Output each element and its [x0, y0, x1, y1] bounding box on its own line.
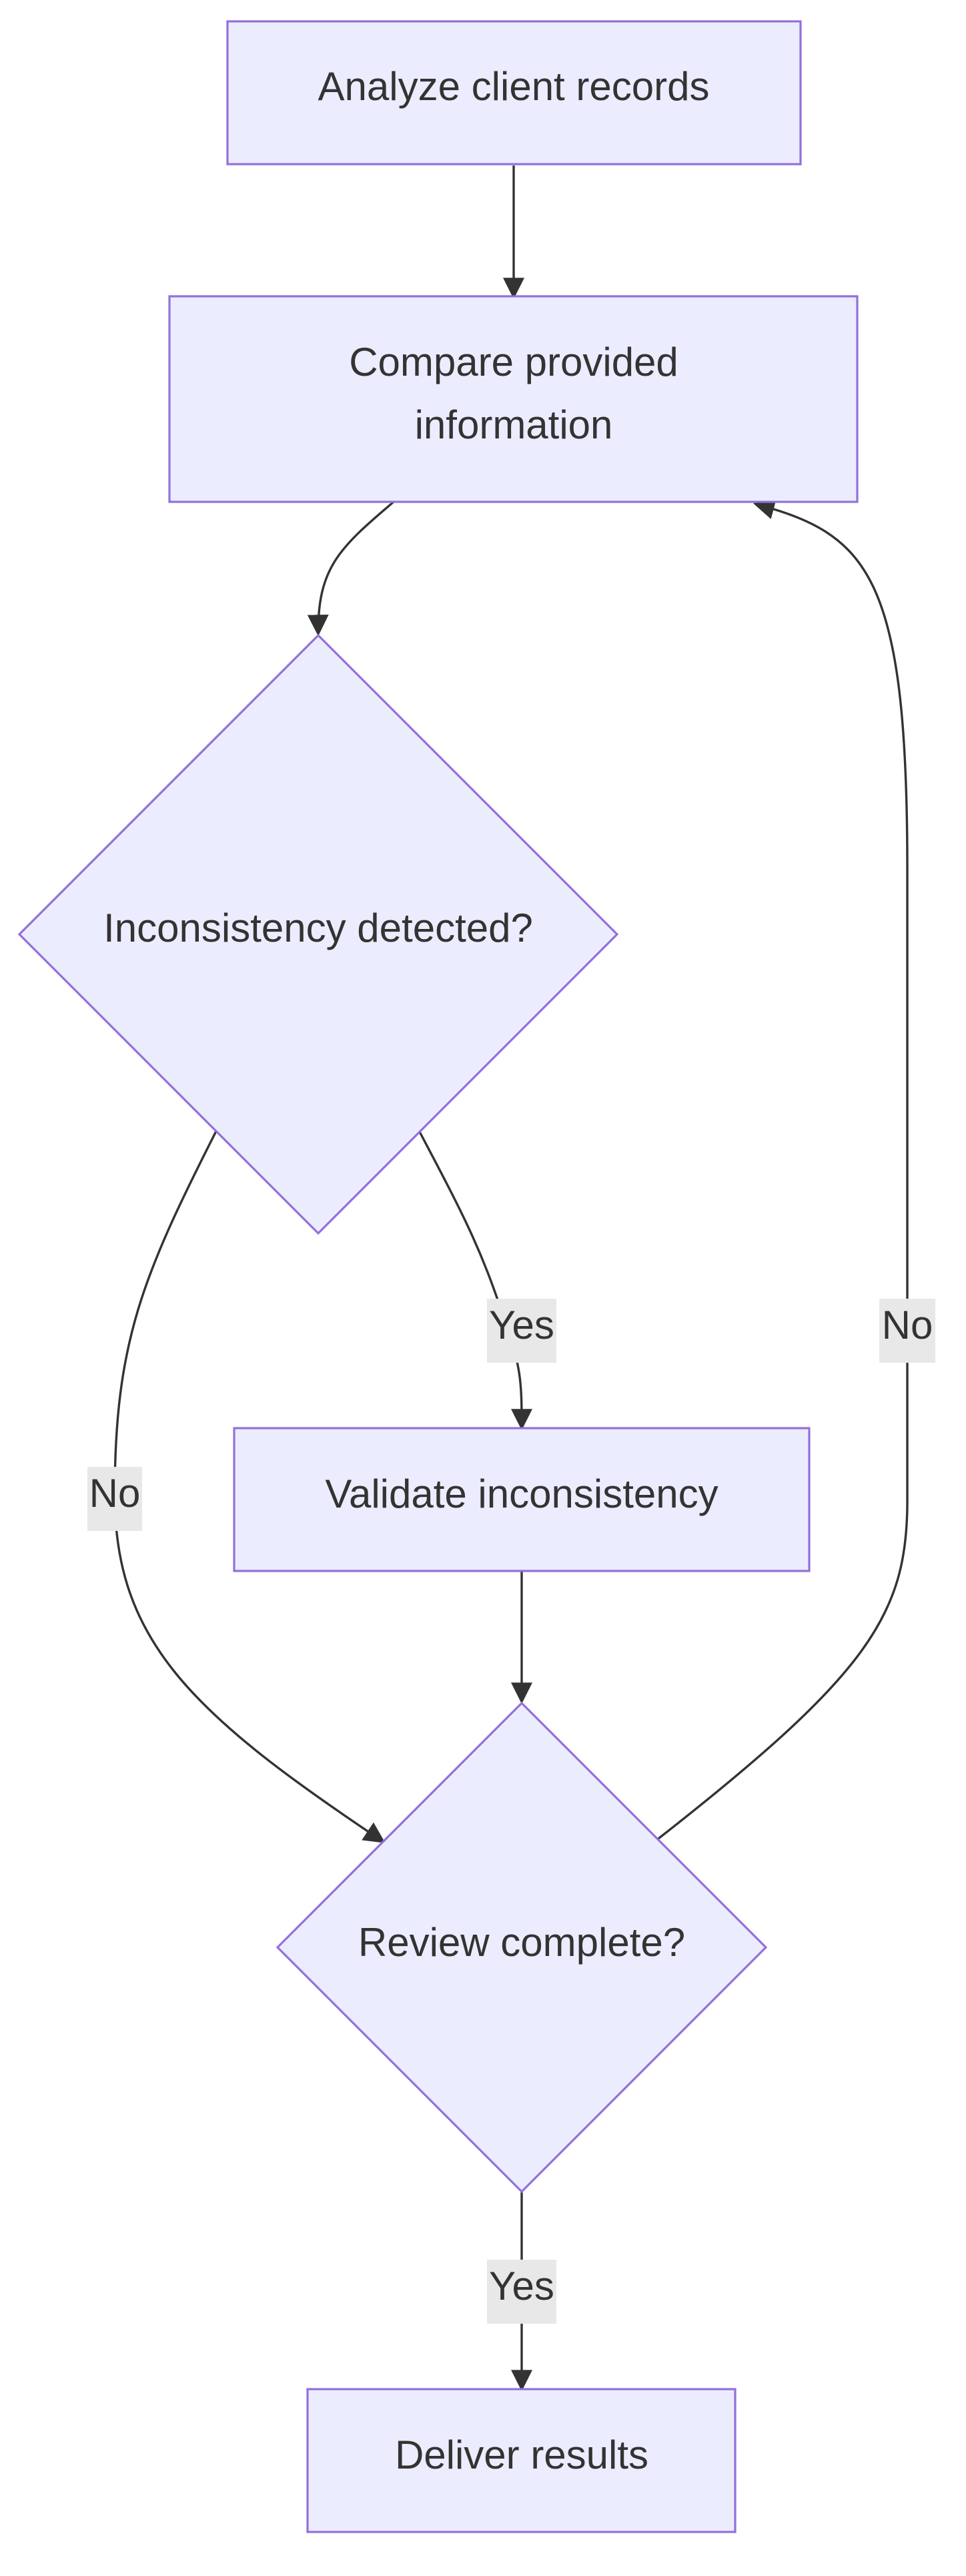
- edge-label-background: [487, 2260, 556, 2324]
- node-validate-inconsistency: Validate inconsistency: [233, 1427, 811, 1572]
- edge-label-review-no: No: [879, 1299, 935, 1363]
- edge-review-no-to-compare: [657, 499, 909, 1840]
- process-box: [306, 2388, 737, 2533]
- node-label: Analyze client records: [318, 64, 710, 109]
- edge-label-inconsistency-yes: Yes: [487, 1299, 556, 1363]
- node-label: Validate inconsistency: [325, 1472, 718, 1516]
- node-compare-provided-information: Compare provided information: [168, 295, 859, 503]
- node-review-complete: Review complete?: [276, 1701, 768, 2194]
- edge-label-background: [487, 1299, 556, 1363]
- process-box: [233, 1427, 811, 1572]
- process-box: [226, 20, 802, 166]
- edge-label-review-yes: Yes: [487, 2260, 556, 2324]
- node-label: Review complete?: [358, 1920, 685, 1965]
- node-label: Inconsistency detected?: [103, 906, 533, 950]
- edge-label-background: [87, 1467, 142, 1531]
- edge-label-text: Yes: [489, 1303, 554, 1347]
- node-inconsistency-detected: Inconsistency detected?: [17, 633, 619, 1235]
- node-analyze-client-records: Analyze client records: [226, 20, 802, 166]
- edge-compare-to-inconsistency: [307, 501, 395, 637]
- edge-label-inconsistency-no: No: [87, 1467, 142, 1531]
- edge-label-text: No: [882, 1303, 933, 1347]
- edge-label-background: [879, 1299, 935, 1363]
- edge-label-text: Yes: [489, 2264, 554, 2308]
- edge-inconsistency-yes-to-validate: [418, 1131, 532, 1431]
- node-label-line-1: Compare provided: [349, 340, 678, 384]
- node-deliver-results: Deliver results: [306, 2388, 737, 2533]
- decision-diamond: [276, 1701, 768, 2194]
- node-label: Deliver results: [395, 2433, 648, 2477]
- edge-label-text: No: [89, 1471, 141, 1516]
- decision-diamond: [17, 633, 619, 1235]
- node-label-line-2: information: [415, 402, 613, 447]
- process-box: [168, 295, 859, 503]
